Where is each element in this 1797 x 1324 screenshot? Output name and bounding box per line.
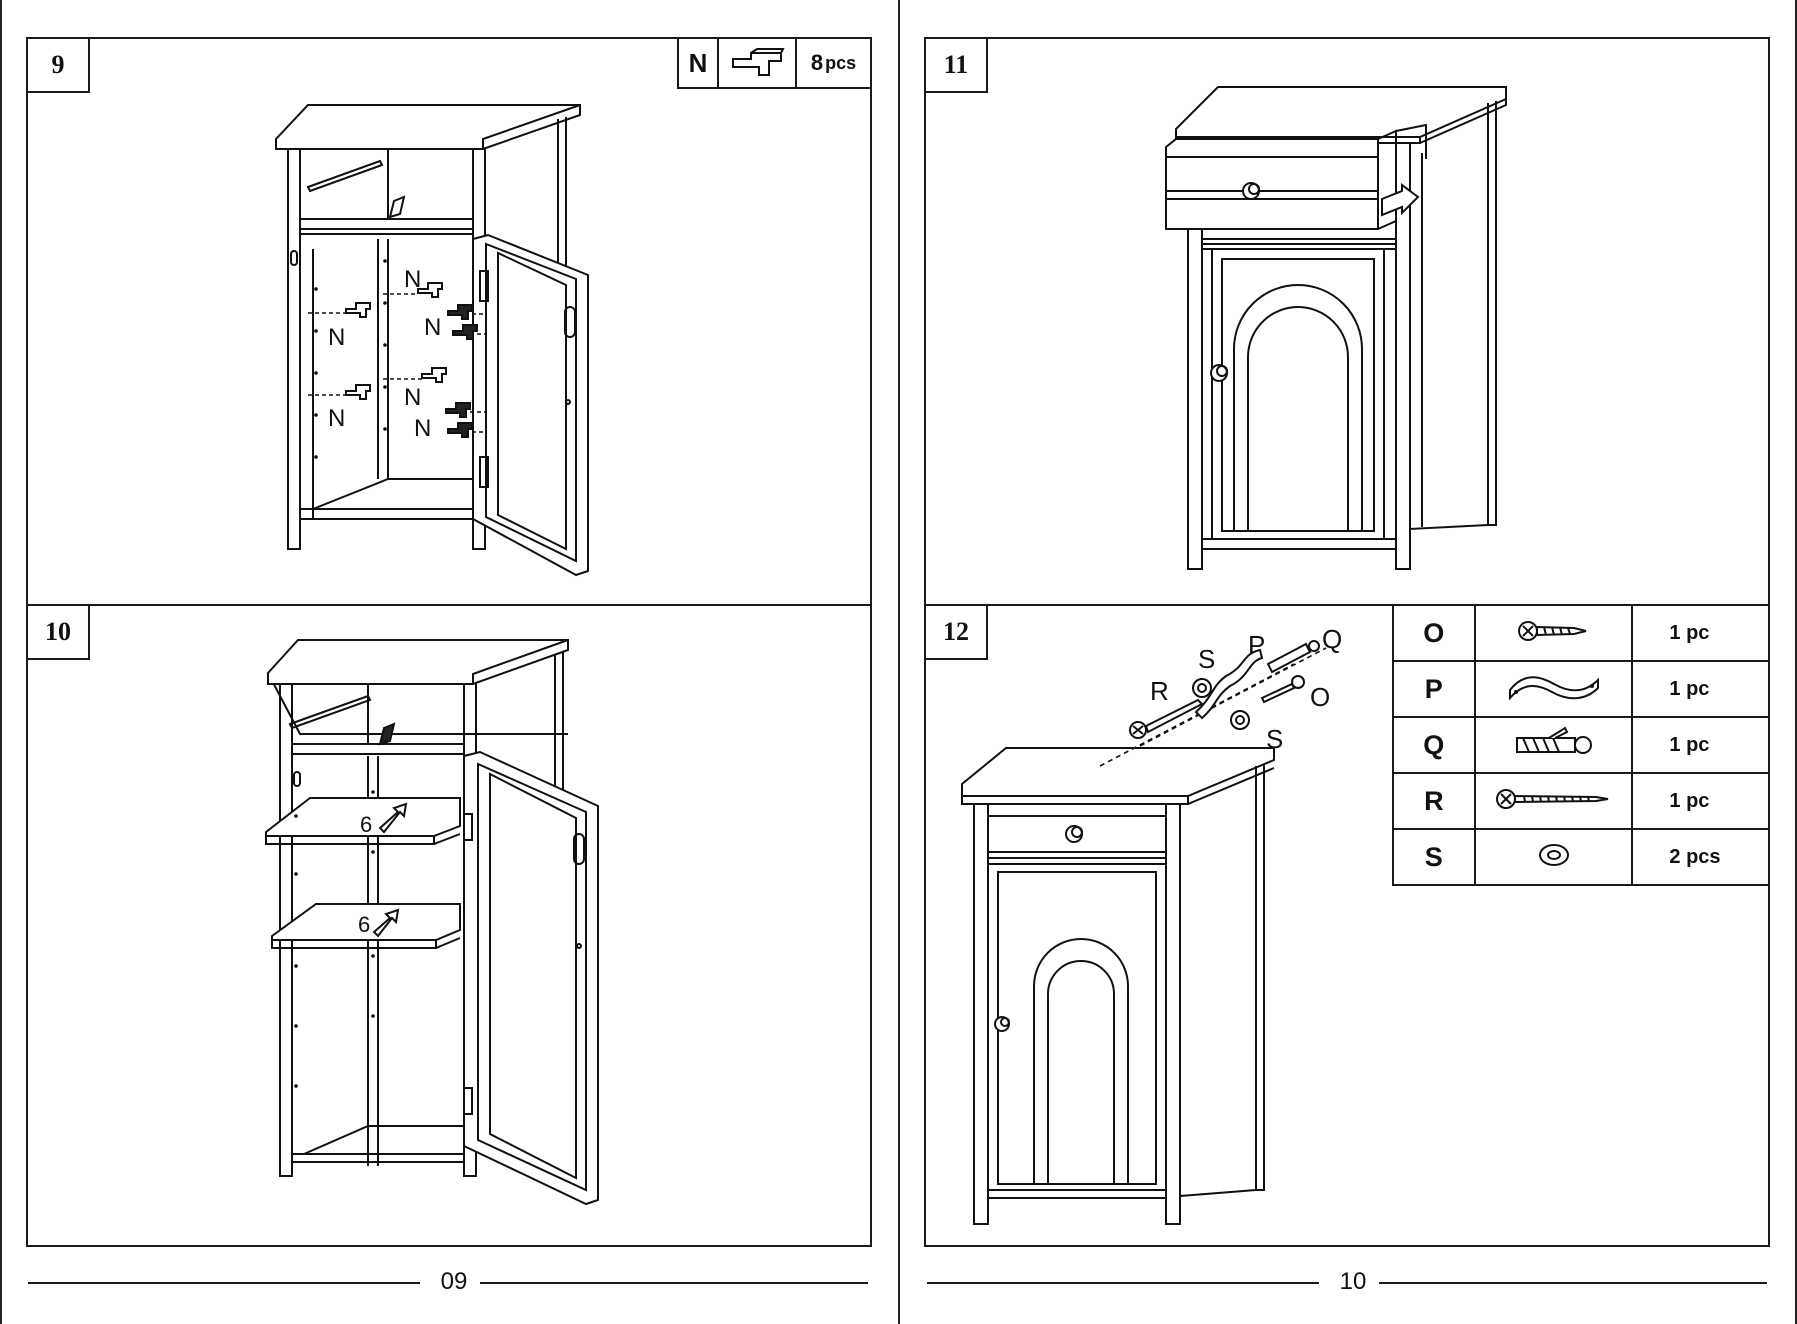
callout-n-1: N bbox=[328, 324, 345, 351]
callout-n-4: N bbox=[424, 314, 441, 341]
shelf-callout-6-upper: 6 bbox=[360, 812, 372, 837]
step-12-panel: 12 bbox=[924, 604, 1770, 1247]
part-letter: S bbox=[1393, 829, 1475, 885]
cabinet-shelves-illustration: 6 6 bbox=[28, 606, 874, 1249]
parts-row-q: Q 1 pc bbox=[1393, 717, 1768, 773]
long-screw-icon bbox=[1475, 773, 1633, 829]
footer-rule-right-a bbox=[927, 1282, 1319, 1284]
short-screw-icon bbox=[1475, 606, 1633, 661]
parts-row-p: P 1 pc bbox=[1393, 661, 1768, 717]
parts-row-s: S 2 pcs bbox=[1393, 829, 1768, 885]
step-11-panel: 11 bbox=[924, 37, 1770, 606]
footer-rule-left-a bbox=[28, 1282, 420, 1284]
part-letter: O bbox=[1393, 606, 1475, 661]
wall-anchor-icon bbox=[1475, 717, 1633, 773]
callout-n-2: N bbox=[328, 405, 345, 432]
cabinet-shelf-supports-illustration: N N N N N N bbox=[28, 39, 874, 608]
footer-rule-right-b bbox=[1379, 1282, 1767, 1284]
callout-q: Q bbox=[1322, 624, 1342, 654]
strap-bracket-icon bbox=[1475, 661, 1633, 717]
part-letter: P bbox=[1393, 661, 1475, 717]
callout-s-lower: S bbox=[1266, 724, 1283, 754]
part-qty: 1 pc bbox=[1632, 717, 1768, 773]
callout-r: R bbox=[1150, 676, 1169, 706]
parts-row-o: O 1 pc bbox=[1393, 606, 1768, 661]
step-10-panel: 10 bbox=[26, 604, 872, 1247]
page-number-right: 10 bbox=[1323, 1268, 1383, 1296]
page-right: 11 bbox=[899, 0, 1797, 1324]
callout-n-5: N bbox=[404, 384, 421, 411]
callout-n-3: N bbox=[404, 266, 421, 293]
part-letter: R bbox=[1393, 773, 1475, 829]
shelf-callout-6-lower: 6 bbox=[358, 912, 370, 937]
part-qty: 2 pcs bbox=[1632, 829, 1768, 885]
callout-n-6: N bbox=[414, 415, 431, 442]
parts-row-r: R 1 pc bbox=[1393, 773, 1768, 829]
washer-icon bbox=[1475, 829, 1633, 885]
part-qty: 1 pc bbox=[1632, 661, 1768, 717]
cabinet-drawer-insert-illustration bbox=[926, 39, 1772, 608]
callout-p: P bbox=[1248, 630, 1265, 660]
callout-o: O bbox=[1310, 682, 1330, 712]
page-number-left: 09 bbox=[424, 1268, 484, 1296]
part-qty: 1 pc bbox=[1632, 773, 1768, 829]
part-qty: 1 pc bbox=[1632, 606, 1768, 661]
footer-rule-left-b bbox=[480, 1282, 868, 1284]
part-letter: Q bbox=[1393, 717, 1475, 773]
parts-table: O 1 pc P 1 pc Q 1 pc R bbox=[1392, 606, 1768, 886]
callout-s-top: S bbox=[1198, 644, 1215, 674]
